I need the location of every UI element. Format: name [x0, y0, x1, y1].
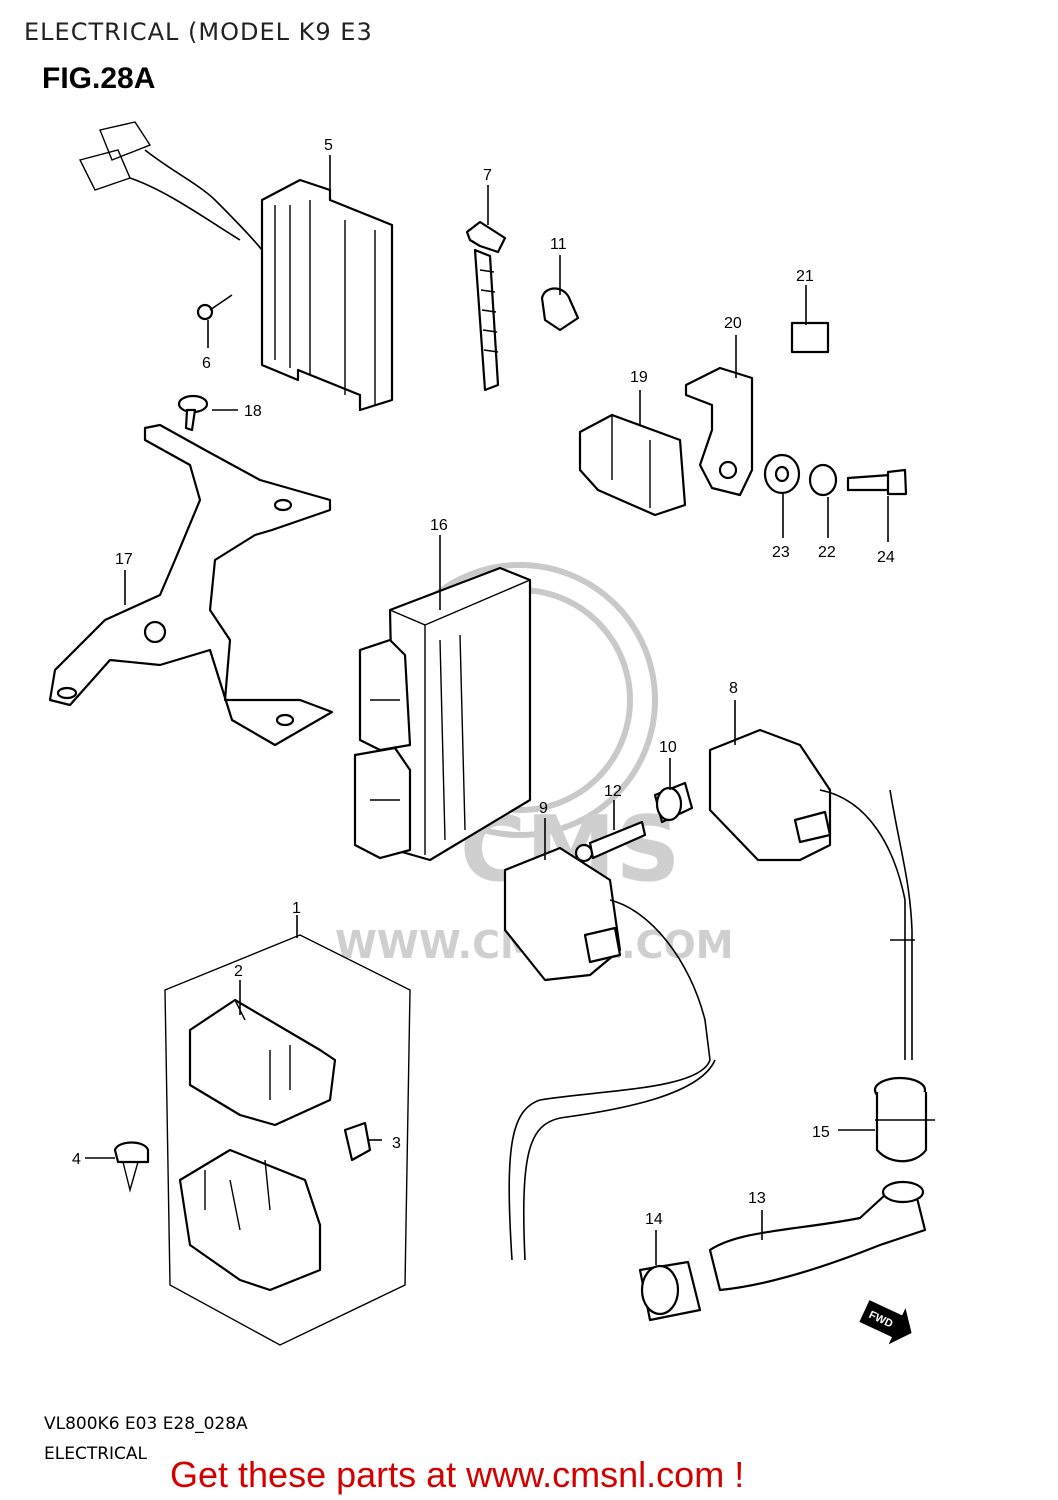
- figure-title: FIG.28A: [42, 62, 156, 95]
- callout-1: 1: [292, 900, 301, 917]
- part-4-screw[interactable]: [113, 1141, 150, 1164]
- callout-21: 21: [796, 268, 814, 285]
- callout-13: 13: [748, 1190, 766, 1207]
- callout-15: 15: [812, 1124, 830, 1141]
- callout-4: 4: [72, 1151, 81, 1168]
- part-20-bracket[interactable]: [684, 366, 754, 497]
- diagram-code: VL800K6 E03 E28_028A: [44, 1414, 248, 1434]
- callout-labels: 1 2 3 4 5 6 7 8 9 10 11 12 13 14 15 16 1…: [72, 137, 895, 1228]
- part-1-fuse-box-group[interactable]: [113, 934, 411, 1346]
- part-15-cap[interactable]: [873, 1076, 935, 1163]
- part-21-label[interactable]: [790, 321, 830, 354]
- part-7-cable-tie[interactable]: [465, 220, 507, 392]
- callout-6: 6: [202, 355, 211, 372]
- callout-3: 3: [392, 1135, 401, 1152]
- callout-8: 8: [729, 680, 738, 697]
- callout-10: 10: [659, 739, 677, 756]
- part-9-ignition-coil[interactable]: [503, 846, 716, 1261]
- callout-19: 19: [630, 369, 648, 386]
- part-24-bolt[interactable]: [846, 468, 908, 496]
- part-3-fuse[interactable]: [343, 1121, 372, 1162]
- callout-11: 11: [550, 236, 567, 253]
- callout-7: 7: [483, 167, 492, 184]
- leader-lines: [85, 155, 889, 1265]
- callout-2: 2: [234, 963, 243, 980]
- part-2-cover[interactable]: [188, 998, 337, 1127]
- callout-5: 5: [324, 137, 333, 154]
- callout-12: 12: [604, 783, 622, 800]
- part-12-bolt[interactable]: [574, 820, 647, 863]
- part-8-ignition-coil[interactable]: [708, 728, 915, 1060]
- part-18-screw[interactable]: [177, 394, 209, 432]
- part-10-spacer[interactable]: [653, 781, 694, 824]
- part-19-relay[interactable]: [578, 413, 687, 517]
- callout-17: 17: [115, 551, 133, 568]
- part-11-clamp[interactable]: [540, 287, 580, 332]
- part-13-boot[interactable]: [708, 1180, 927, 1292]
- promo-link[interactable]: Get these parts at www.cmsnl.com !: [170, 1454, 745, 1495]
- part-14-ring[interactable]: [638, 1260, 702, 1322]
- fwd-arrow-icon: FWD: [859, 1300, 912, 1345]
- callout-23: 23: [772, 544, 790, 561]
- part-22-washer[interactable]: [808, 463, 838, 497]
- page-header: ELECTRICAL (MODEL K9 E3: [24, 18, 373, 46]
- part-23-grommet[interactable]: [763, 453, 801, 495]
- callout-18: 18: [244, 403, 262, 420]
- callout-14: 14: [645, 1211, 663, 1228]
- diagram-section-label: ELECTRICAL: [44, 1444, 148, 1464]
- callout-16: 16: [430, 517, 448, 534]
- part-16-ecu[interactable]: [353, 566, 532, 862]
- callout-24: 24: [877, 549, 895, 566]
- callout-9: 9: [539, 800, 548, 817]
- part-5-regulator[interactable]: [78, 121, 394, 412]
- callout-22: 22: [818, 544, 836, 561]
- part-17-bracket[interactable]: [48, 423, 334, 747]
- callout-20: 20: [724, 315, 742, 332]
